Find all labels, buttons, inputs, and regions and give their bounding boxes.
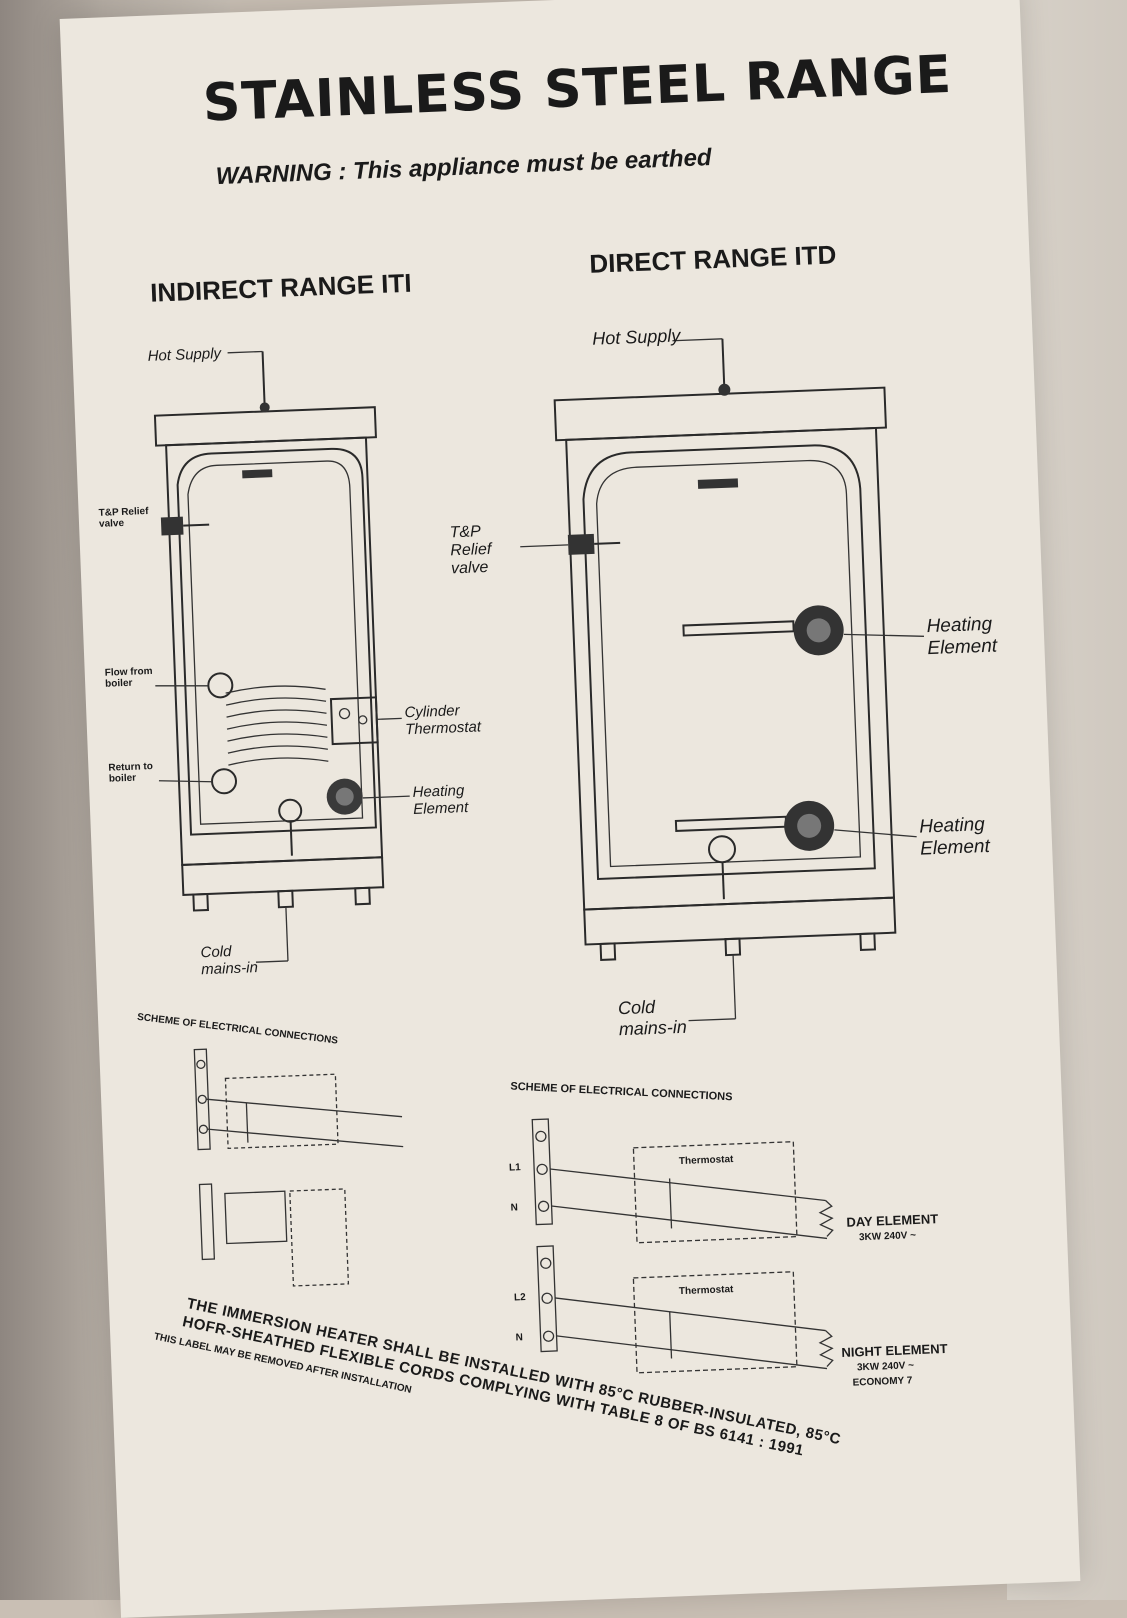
day-element-rating: 3KW 240V ~ (858, 1230, 917, 1244)
day-thermostat-label: Thermostat (678, 1153, 734, 1168)
indirect-heating-element-label: Heating Element (412, 782, 469, 819)
direct-heating-element-top-label: Heating Element (926, 613, 998, 660)
indirect-hot-supply-label: Hot Supply (147, 345, 222, 365)
direct-hot-supply-label: Hot Supply (591, 325, 681, 349)
indirect-cylinder (153, 350, 410, 963)
day-n-label: N (510, 1202, 519, 1214)
night-l2-label: L2 (513, 1292, 526, 1304)
indirect-flow-label: Flow from boiler (104, 665, 153, 690)
heating-coil (207, 672, 329, 795)
indirect-cylinder-thermostat-label: Cylinder Thermostat (404, 702, 482, 739)
diagram-lines (153, 338, 924, 1374)
night-economy-tariff: ECONOMY 7 (852, 1375, 913, 1389)
night-element-rating: 3KW 240V ~ (856, 1360, 915, 1374)
indirect-tp-relief-label: T&P Relief valve (98, 505, 149, 530)
night-thermostat-label: Thermostat (678, 1284, 734, 1298)
indirect-return-label: Return to boiler (108, 760, 154, 785)
day-l1-label: L1 (508, 1162, 521, 1174)
direct-cold-mains-label: Cold mains-in (617, 996, 688, 1040)
night-schematic (536, 1245, 834, 1374)
day-schematic (531, 1118, 834, 1244)
indirect-schematic (193, 1048, 404, 1287)
direct-heating-element-bottom-label: Heating Element (918, 814, 991, 860)
direct-cylinder (520, 338, 924, 1022)
night-n-label: N (515, 1332, 524, 1344)
indirect-cold-mains-label: Cold mains-in (200, 943, 259, 979)
appliance-label: STAINLESS STEEL RANGE WARNING : This app… (59, 0, 1081, 1618)
direct-tp-relief-label: T&P Relief valve (449, 523, 492, 578)
